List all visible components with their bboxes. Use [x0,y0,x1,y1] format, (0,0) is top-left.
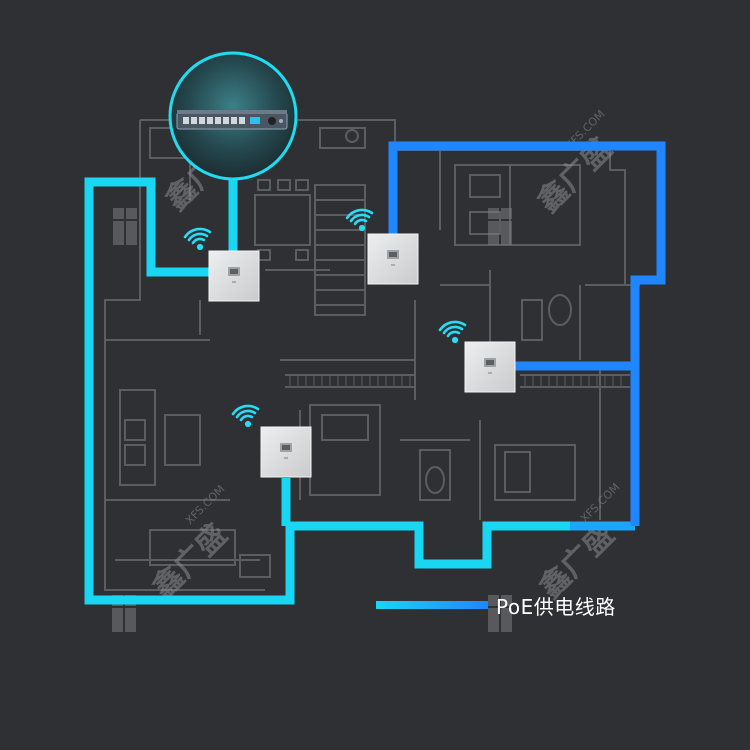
wifi-icon [231,404,260,428]
watermark-logo-icon [488,595,512,632]
legend-cable-swatch [376,601,488,609]
cable-left-loop [84,177,570,605]
poe-cables [84,141,666,605]
cable-right-loop [388,141,666,526]
wifi-icon [345,208,374,232]
wifi-icon [438,320,467,344]
poe-switch-bubble [168,51,298,181]
wifi-signals [183,208,467,428]
panel-ap-icon [208,250,260,302]
floorplan [104,119,640,591]
legend-label: PoE供电线路 [496,594,616,619]
watermark-logo-icon [113,208,137,245]
balcony-hatching [289,375,622,387]
legend: PoE供电线路 [376,590,616,620]
poe-switch-icon [176,110,288,130]
wifi-icon [183,227,212,251]
watermark-logo-icon [488,208,512,245]
panel-ap-icon [367,233,419,285]
panel-ap-icon [464,341,516,393]
panel-ap-icon [260,426,312,478]
